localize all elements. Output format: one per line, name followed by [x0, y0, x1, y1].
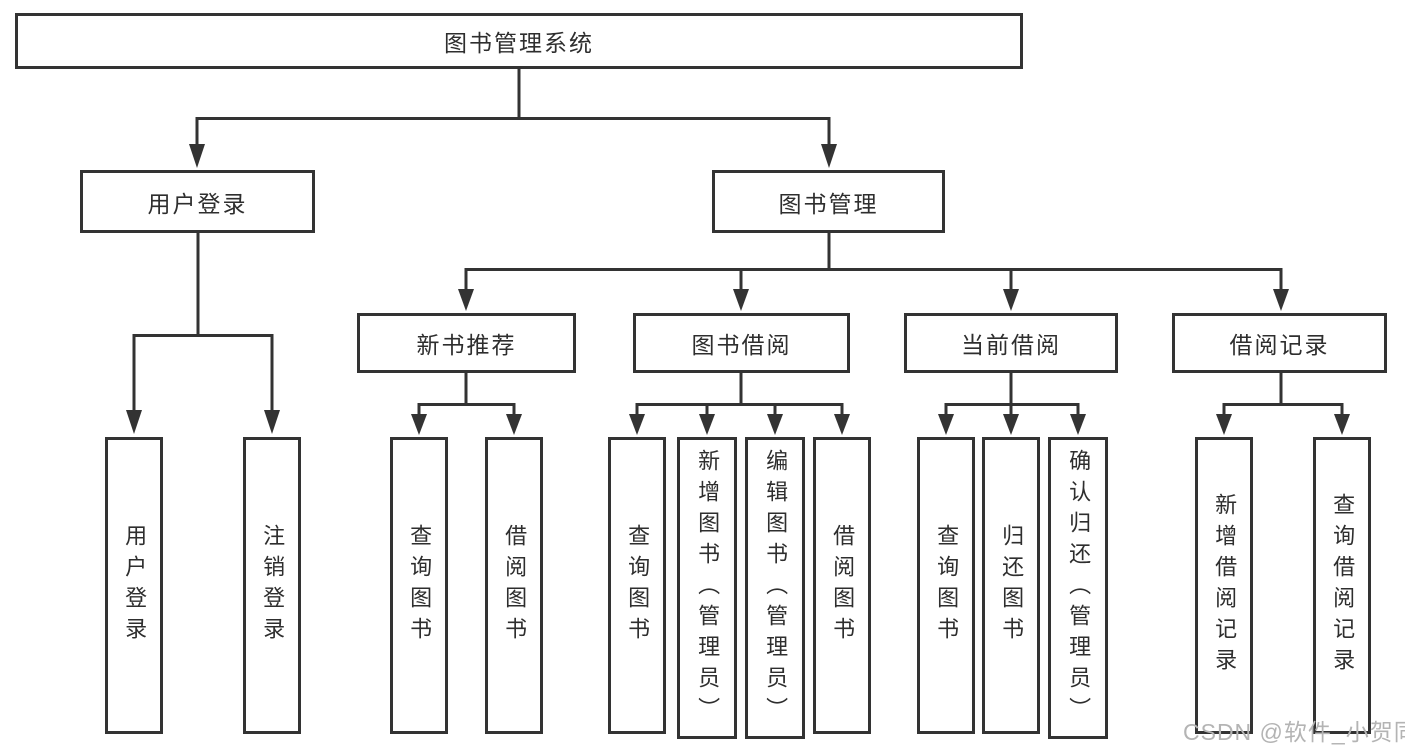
node-borrow-records-label: 借阅记录: [1229, 332, 1330, 358]
node-cb-return-books: 归还图书: [982, 437, 1040, 734]
node-new-book-recommend-label: 新书推荐: [416, 332, 517, 358]
node-book-borrow-label: 图书借阅: [691, 332, 792, 358]
node-nb-borrow-books: 借阅图书: [485, 437, 543, 734]
node-new-book-recommend: 新书推荐: [357, 313, 576, 373]
node-bb-query-books: 查询图书: [608, 437, 666, 734]
node-logout-label: 注销登录: [260, 523, 286, 648]
node-book-borrow: 图书借阅: [633, 313, 850, 373]
node-cb-return-books-label: 归还图书: [999, 523, 1025, 648]
node-current-borrow: 当前借阅: [904, 313, 1118, 373]
node-bb-edit-books-admin: 编辑图书（管理员）: [745, 437, 805, 739]
node-rec-query-record: 查询借阅记录: [1313, 437, 1371, 734]
node-rec-add-record: 新增借阅记录: [1195, 437, 1253, 734]
node-cb-query-books: 查询图书: [917, 437, 975, 734]
node-bb-edit-books-admin-label: 编辑图书（管理员）: [763, 448, 789, 728]
node-borrow-records: 借阅记录: [1172, 313, 1387, 373]
node-bb-query-books-label: 查询图书: [625, 523, 651, 648]
node-current-borrow-label: 当前借阅: [961, 332, 1061, 358]
node-cb-confirm-return-admin-label: 确认归还（管理员）: [1066, 448, 1092, 728]
csdn-watermark: CSDN @软件_小贺同学: [1183, 719, 1405, 745]
node-book-management-label: 图书管理: [778, 190, 879, 217]
node-user-login-action-label: 用户登录: [122, 523, 148, 648]
node-rec-query-record-label: 查询借阅记录: [1330, 492, 1356, 679]
node-user-login-label: 用户登录: [147, 190, 248, 217]
node-nb-query-books-label: 查询图书: [407, 523, 433, 648]
node-library-system-label: 图书管理系统: [444, 30, 594, 56]
node-bb-add-books-admin-label: 新增图书（管理员）: [695, 448, 721, 728]
node-nb-borrow-books-label: 借阅图书: [502, 523, 528, 648]
node-cb-confirm-return-admin: 确认归还（管理员）: [1048, 437, 1108, 739]
node-user-login: 用户登录: [80, 170, 315, 233]
node-bb-borrow-books: 借阅图书: [813, 437, 871, 734]
node-rec-add-record-label: 新增借阅记录: [1212, 492, 1238, 679]
node-bb-borrow-books-label: 借阅图书: [830, 523, 856, 648]
node-cb-query-books-label: 查询图书: [934, 523, 960, 648]
node-logout: 注销登录: [243, 437, 301, 734]
node-book-management: 图书管理: [712, 170, 945, 233]
node-bb-add-books-admin: 新增图书（管理员）: [677, 437, 737, 739]
node-user-login-action: 用户登录: [105, 437, 163, 734]
node-nb-query-books: 查询图书: [390, 437, 448, 734]
node-library-system: 图书管理系统: [15, 13, 1023, 69]
